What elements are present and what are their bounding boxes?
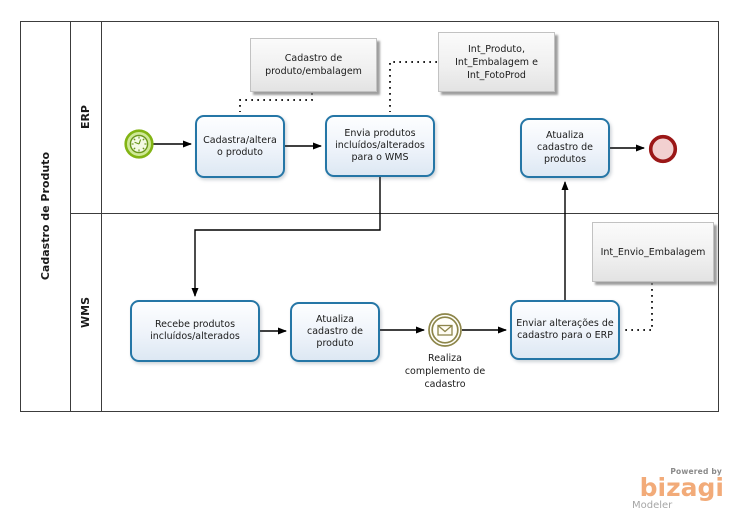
annotation-int-envio-embalagem[interactable]: Int_Envio_Embalagem	[592, 222, 714, 282]
end-event[interactable]	[645, 131, 681, 171]
bizagi-logo: Powered by bizagi Modeler	[632, 467, 724, 511]
annotation-int-produto[interactable]: Int_Produto, Int_Embalagem e Int_FotoPro…	[438, 32, 555, 92]
pool-title-column-divider	[70, 21, 71, 412]
timer-start-event[interactable]	[122, 127, 156, 165]
intermediate-message-event[interactable]	[425, 310, 465, 354]
flow-envia-to-recebe	[191, 177, 381, 297]
task-atualiza-cadastro-produto[interactable]: Atualiza cadastro de produto	[290, 302, 380, 362]
annotation-text: Int_Envio_Embalagem	[600, 246, 706, 258]
bizagi-brand-text: bizagi	[639, 473, 724, 502]
lane-label-column-divider	[101, 21, 102, 412]
pool-border	[20, 21, 719, 412]
timer-start-icon	[124, 129, 154, 159]
association-int-envio-annotation	[623, 283, 653, 331]
task-enviar-alteracoes-erp[interactable]: Enviar alterações de cadastro para o ERP	[510, 300, 620, 360]
task-envia-produtos-wms[interactable]: Envia produtos incluídos/alterados para …	[325, 115, 435, 177]
message-envelope-icon	[428, 313, 462, 347]
annotation-cadastro-produto-embalagem[interactable]: Cadastro de produto/embalagem	[250, 38, 377, 92]
task-label: Atualiza cadastro de produtos	[537, 130, 593, 165]
task-label: Recebe produtos incluídos/alterados	[150, 319, 240, 342]
message-event-label: Realiza complemento de cadastro	[404, 353, 486, 390]
task-label: Atualiza cadastro de produto	[307, 314, 363, 349]
powered-by-label: Powered by	[670, 467, 722, 476]
task-label: Cadastra/altera o produto	[203, 134, 277, 158]
lane-divider	[70, 213, 719, 214]
annotation-text: Int_Produto, Int_Embalagem e Int_FotoPro…	[455, 43, 538, 81]
association-cadastro-annotation	[239, 93, 313, 112]
task-label: Envia produtos incluídos/alterados para …	[335, 128, 425, 163]
end-event-icon	[648, 134, 678, 164]
association-int-produto-annotation	[389, 61, 437, 112]
task-atualiza-cadastro-produtos[interactable]: Atualiza cadastro de produtos	[520, 118, 610, 178]
modeler-label: Modeler	[632, 500, 673, 511]
task-label: Enviar alterações de cadastro para o ERP	[516, 318, 614, 341]
task-cadastra-altera-produto[interactable]: Cadastra/altera o produto	[195, 115, 285, 178]
task-recebe-produtos[interactable]: Recebe produtos incluídos/alterados	[130, 300, 260, 362]
annotation-text: Cadastro de produto/embalagem	[265, 53, 362, 77]
